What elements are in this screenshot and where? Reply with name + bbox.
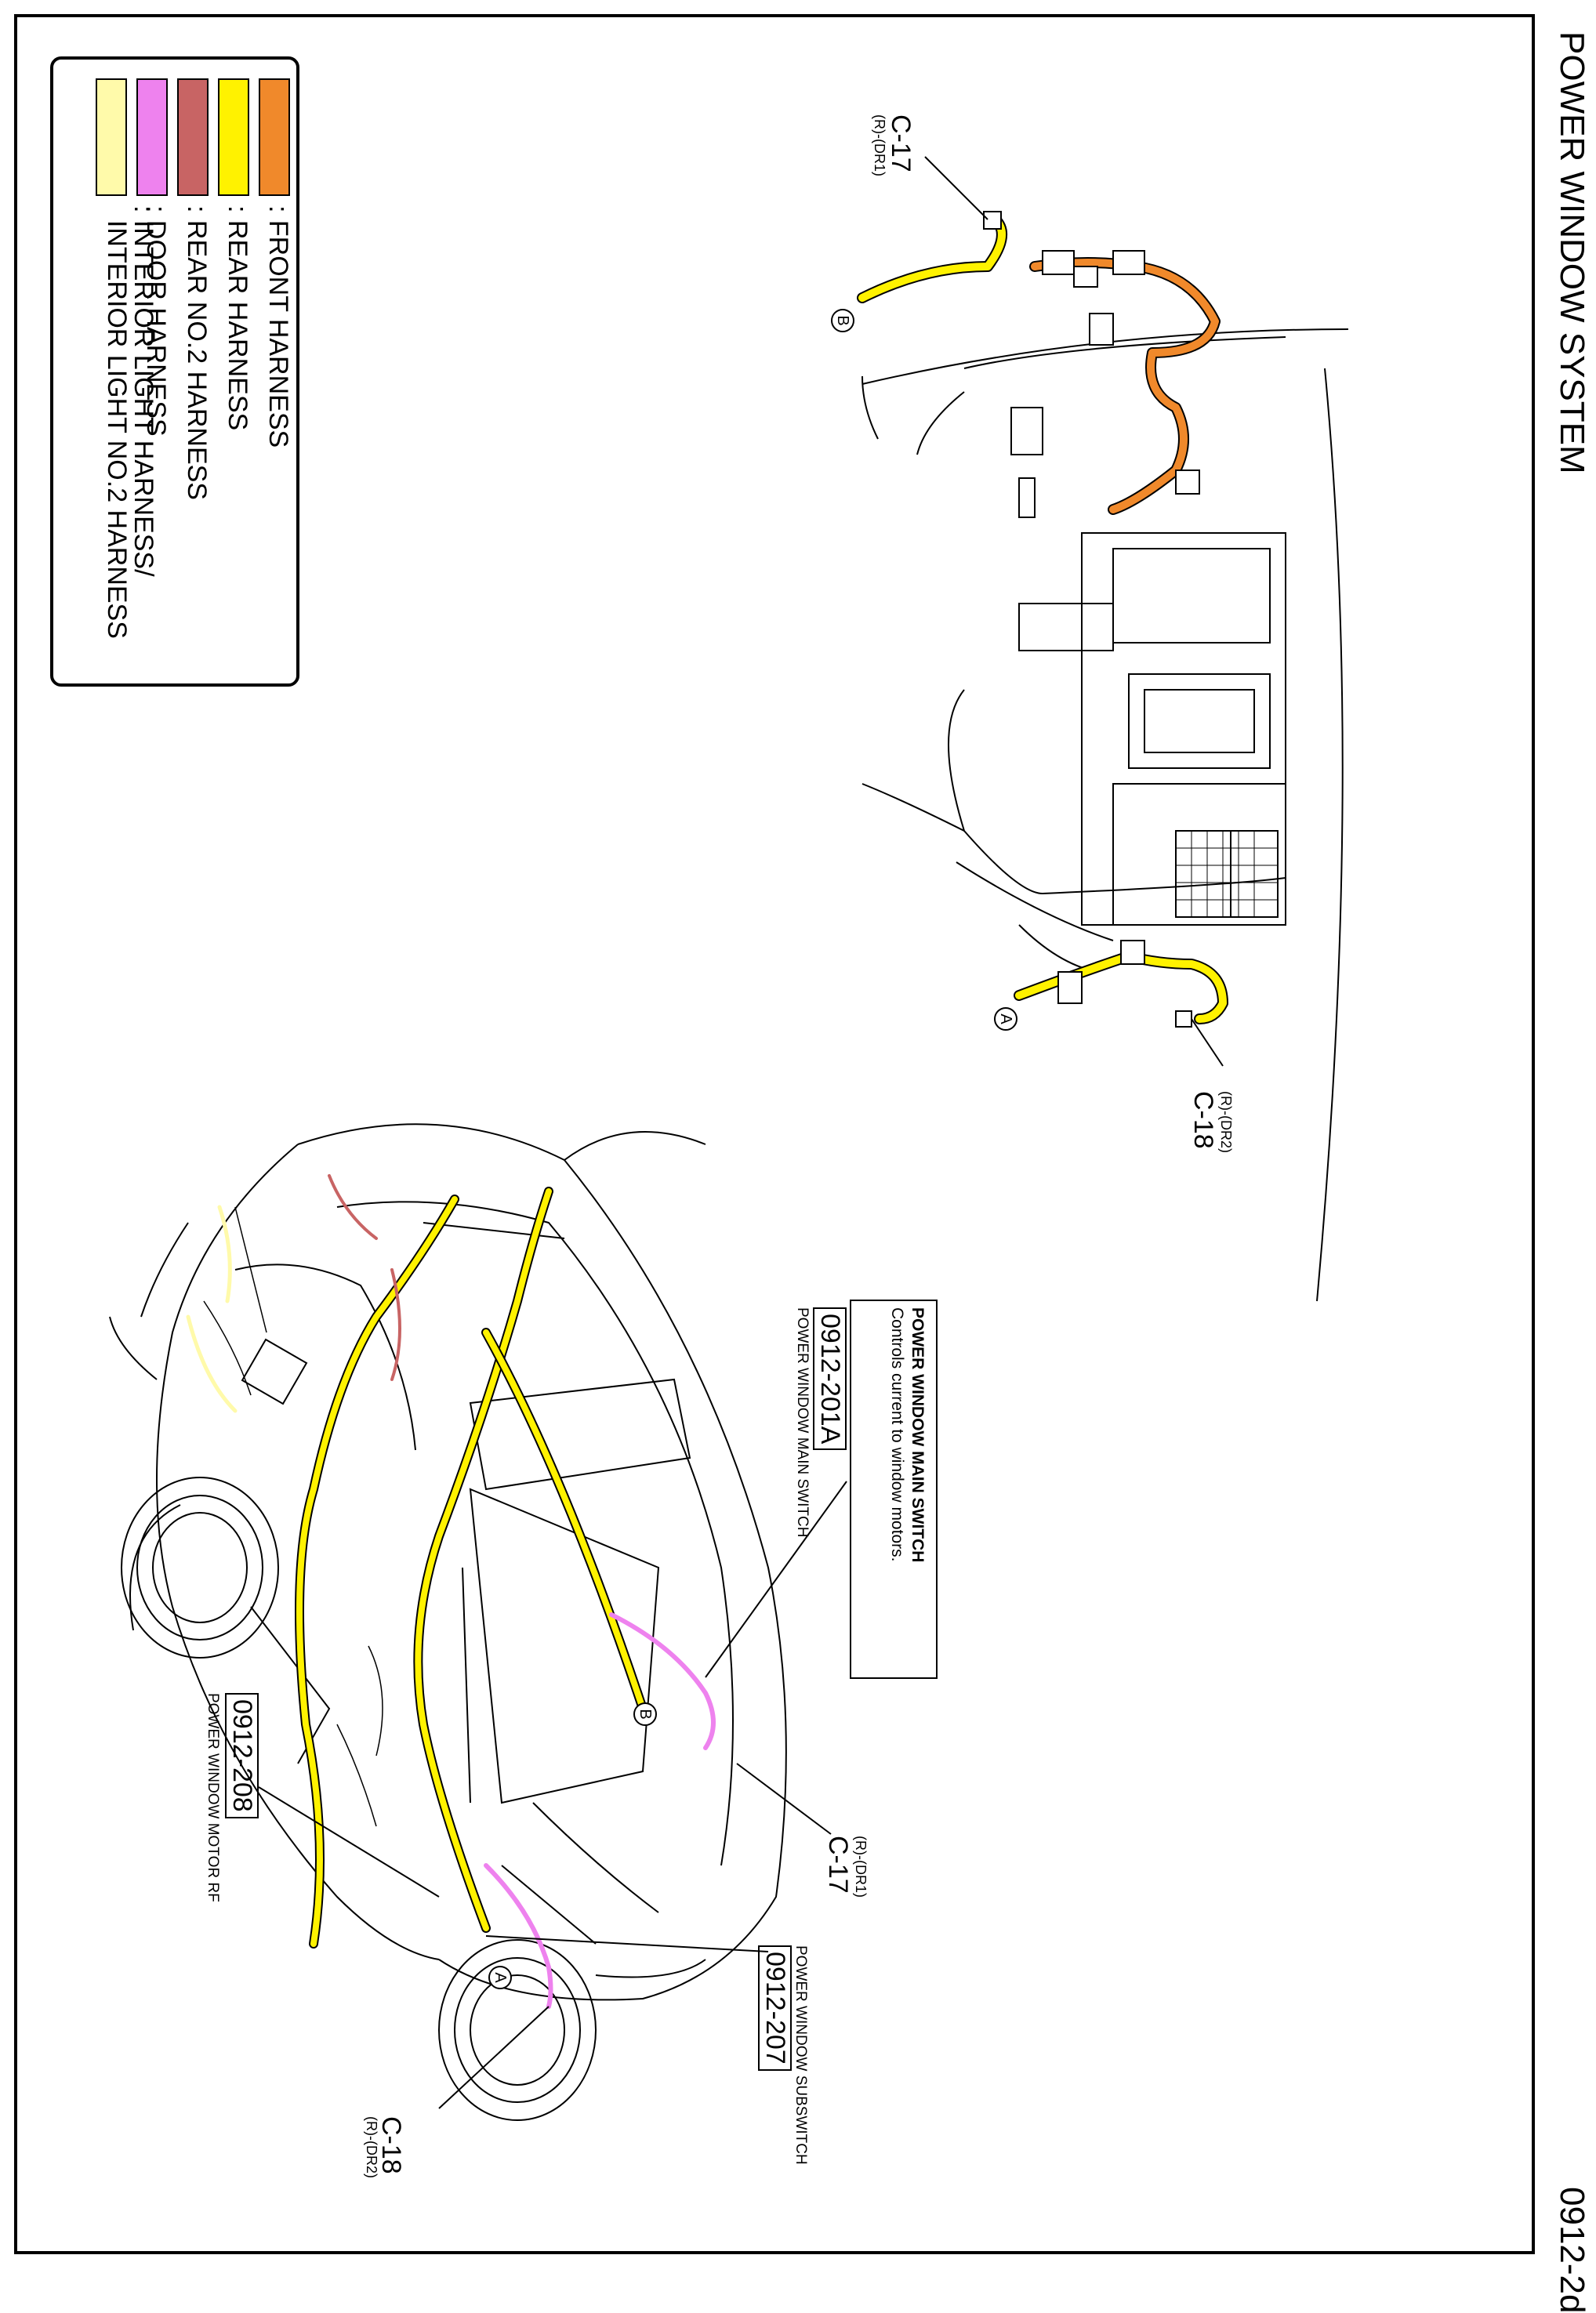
leader-201a: [705, 1481, 847, 1678]
legend-swatch-rear: [218, 78, 249, 196]
legend-swatch-door: [136, 78, 168, 196]
main-switch-callout: POWER WINDOW MAIN SWITCH Controls curren…: [850, 1300, 938, 1679]
page-border: [14, 14, 1535, 2254]
callout-heading: POWER WINDOW MAIN SWITCH: [909, 1307, 927, 1563]
marker-b-car: B: [633, 1702, 657, 1726]
component-name-207: POWER WINDOW SUBSWITCH: [793, 1945, 809, 2165]
leader-208: [258, 1786, 440, 1898]
interior-light-harness-car: [186, 1205, 238, 1413]
leader-c18-top: [1191, 1018, 1224, 1067]
rear-wheel: [121, 1477, 279, 1659]
leader-207: [485, 1935, 769, 1952]
connector-c17-top-sub: (R)-(DR1): [872, 114, 887, 176]
connector-c18-top-id: C-18: [1188, 1091, 1218, 1149]
connector-c17-car-sub: (R)-(DR1): [853, 1836, 869, 1898]
rear-no2-harness-car: [328, 1174, 401, 1381]
door-harness-car: [484, 1612, 716, 2009]
component-code-208: 0912-208: [225, 1693, 259, 1818]
rear-harness-car-2: [413, 1187, 553, 1933]
marker-b-top: B: [831, 309, 854, 332]
connector-c17-car-id: C-17: [823, 1836, 853, 1894]
component-name-201a: POWER WINDOW MAIN SWITCH: [794, 1307, 811, 1538]
connector-c18-car-id: C-18: [376, 2116, 406, 2174]
fuse-block: [1175, 830, 1279, 918]
legend-swatch-interior: [96, 78, 127, 196]
rear-harness-car-3: [481, 1328, 647, 1713]
component-code-207: 0912-207: [758, 1945, 792, 2071]
marker-a-car: A: [488, 1966, 512, 1989]
connector-c18-top-sub: (R)-(DR2): [1218, 1091, 1234, 1153]
legend-swatch-front: [259, 78, 290, 196]
marker-a-top: A: [994, 1007, 1017, 1031]
leader-c17-car: [736, 1763, 832, 1835]
legend-swatch-rear-no2: [177, 78, 209, 196]
callout-description: Controls current to window motors.: [888, 1307, 906, 1562]
connector-c18-car-sub: (R)-(DR2): [364, 2116, 379, 2178]
component-name-208: POWER WINDOW MOTOR RF: [205, 1693, 221, 1902]
front-wheel: [438, 1939, 597, 2121]
harness-legend: : FRONT HARNESS : REAR HARNESS : REAR NO…: [50, 56, 299, 687]
connector-c17-top-id: C-17: [886, 114, 916, 172]
component-code-201a: 0912-201A: [813, 1307, 847, 1451]
dashboard-outline: [861, 328, 1349, 1302]
leader-c17-top: [924, 156, 988, 220]
leader-c18-car: [438, 2006, 550, 2109]
